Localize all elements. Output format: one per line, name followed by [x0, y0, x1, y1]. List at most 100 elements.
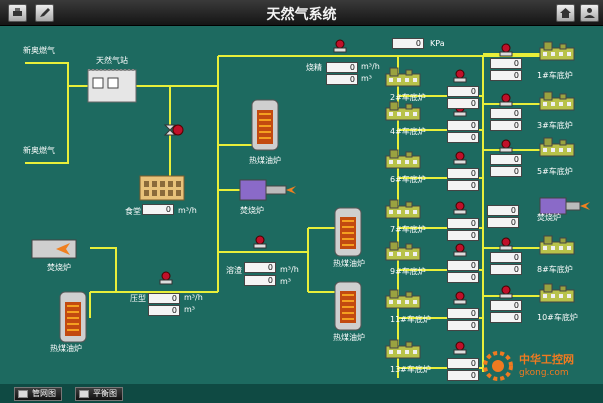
furnace-flow-display: 0 [490, 154, 522, 165]
furnace-meter-icon[interactable] [499, 93, 513, 107]
canteen-building[interactable] [139, 175, 185, 201]
rongtong-meter-icon[interactable] [253, 235, 267, 249]
car-bottom-furnace-left[interactable] [385, 241, 421, 261]
bottom-nav-bar: 管网图 平衡图 [0, 384, 603, 403]
car-bottom-furnace-left[interactable] [385, 199, 421, 219]
home-button[interactable] [556, 4, 575, 22]
rongtong-total-unit: m³ [280, 277, 291, 286]
gas-station-building[interactable] [87, 69, 137, 103]
pressure-meter-label: 压型 [130, 294, 146, 303]
incinerator-mid[interactable] [239, 179, 296, 201]
car-bottom-furnace-left[interactable] [385, 101, 421, 121]
incinerator-left[interactable] [31, 239, 77, 259]
canteen-flow-display: 0 [142, 204, 174, 215]
boiler-right-1-label: 热煤油炉 [333, 259, 365, 268]
furnace-total-display: 0 [490, 312, 522, 323]
furnace-label: 2#车底炉 [390, 93, 426, 102]
furnace-total-display: 0 [447, 272, 479, 283]
furnace-meter-icon[interactable] [453, 243, 467, 257]
folder-icon [18, 390, 28, 398]
car-bottom-furnace-right[interactable] [539, 235, 575, 255]
furnace-meter-icon[interactable] [453, 151, 467, 165]
furnace-total-display: 0 [447, 320, 479, 331]
furnace-flow-display: 0 [490, 300, 522, 311]
furnace-meter-icon[interactable] [499, 285, 513, 299]
car-bottom-furnace-right[interactable] [539, 137, 575, 157]
furnace-meter-icon[interactable] [453, 69, 467, 83]
gas-main-valve[interactable] [163, 124, 184, 136]
furnace-label: 5#车底炉 [537, 167, 573, 176]
balance-button[interactable]: 平衡图 [75, 387, 123, 401]
furnace-meter-icon[interactable] [499, 237, 513, 251]
furnace-label: 13#车底炉 [390, 365, 431, 374]
furnace-total-display: 0 [490, 264, 522, 275]
thermal-oil-boiler-left[interactable] [59, 291, 87, 343]
furnace-meter-icon[interactable] [499, 139, 513, 153]
furnace-meter-icon[interactable] [453, 291, 467, 305]
rongtong-flow-display: 0 [244, 262, 276, 273]
watermark-text: 中华工控网 [519, 353, 574, 366]
rongtong-flow-unit: m³/h [280, 265, 299, 274]
shaojing-flow-unit: m³/h [361, 62, 380, 71]
furnace-total-display: 0 [490, 120, 522, 131]
pressure-flow-unit: m³/h [184, 293, 203, 302]
gkong-watermark-logo [483, 351, 513, 381]
pressure-meter-icon[interactable] [159, 271, 173, 285]
furnace-flow-display: 0 [447, 168, 479, 179]
thermal-oil-boiler-top[interactable] [251, 99, 279, 151]
car-bottom-furnace-right[interactable] [539, 91, 575, 111]
gas-inlet-pipe [25, 62, 69, 164]
car-bottom-furnace-right[interactable] [539, 41, 575, 61]
gas-source-label-1: 新奥燃气 [23, 46, 55, 55]
furnace-label: 11#车底炉 [390, 315, 431, 324]
car-bottom-furnace-left[interactable] [385, 289, 421, 309]
furnace-total-display: 0 [490, 70, 522, 81]
home-icon [560, 8, 571, 18]
shaojing-meter-icon[interactable] [333, 39, 347, 53]
edit-button[interactable] [35, 4, 54, 22]
car-bottom-furnace-left[interactable] [385, 149, 421, 169]
pipe-network-button[interactable]: 管网图 [14, 387, 62, 401]
thermal-oil-boiler-right-2[interactable] [334, 281, 362, 331]
balance-label: 平衡图 [93, 389, 117, 398]
incinerator-mid-label: 焚烧炉 [240, 206, 264, 215]
pressure-flow-display: 0 [148, 293, 180, 304]
car-bottom-furnace-left[interactable] [385, 67, 421, 87]
title-bar: 天然气系统 [0, 0, 603, 26]
shaojing-total-display: 0 [326, 74, 358, 85]
furnace-flow-display: 0 [447, 358, 479, 369]
furnace-label: 10#车底炉 [537, 313, 578, 322]
flow-meter-icons [159, 39, 347, 285]
folder-icon [79, 390, 89, 398]
car-bottom-furnace-left[interactable] [385, 339, 421, 359]
furnace-label: 3#车底炉 [537, 121, 573, 130]
furnace-flow-display: 0 [447, 260, 479, 271]
boiler-top-label: 热煤油炉 [249, 156, 281, 165]
pressure-total-display: 0 [148, 305, 180, 316]
shaojing-flow-display: 0 [326, 62, 358, 73]
furnace-flow-display: 0 [490, 108, 522, 119]
rongtong-total-display: 0 [244, 275, 276, 286]
user-button[interactable] [580, 4, 599, 22]
furnace-label: 7#车底炉 [390, 225, 426, 234]
furnace-meter-icon[interactable] [453, 341, 467, 355]
pressure-kpa-unit: KPa [430, 39, 445, 48]
car-bottom-furnace-right[interactable] [539, 283, 575, 303]
thermal-oil-boiler-right-1[interactable] [334, 207, 362, 257]
furnace-flow-display: 0 [447, 308, 479, 319]
incinerator-right[interactable] [539, 197, 590, 215]
printer-icon [13, 8, 22, 16]
pipe-network-label: 管网图 [32, 389, 56, 398]
furnace-total-display: 0 [447, 132, 479, 143]
furnace-label: 9#车底炉 [390, 267, 426, 276]
user-icon [584, 8, 595, 18]
page-title: 天然气系统 [266, 7, 337, 23]
watermark-domain: gkong.com [519, 368, 569, 378]
boiler-left-label: 热煤油炉 [50, 344, 82, 353]
furnace-meter-icon[interactable] [453, 201, 467, 215]
shaojing-total-unit: m³ [361, 74, 372, 83]
furnace-meter-icon[interactable] [499, 43, 513, 57]
incin-right-flow-display: 0 [487, 205, 519, 216]
print-button[interactable] [8, 4, 27, 22]
